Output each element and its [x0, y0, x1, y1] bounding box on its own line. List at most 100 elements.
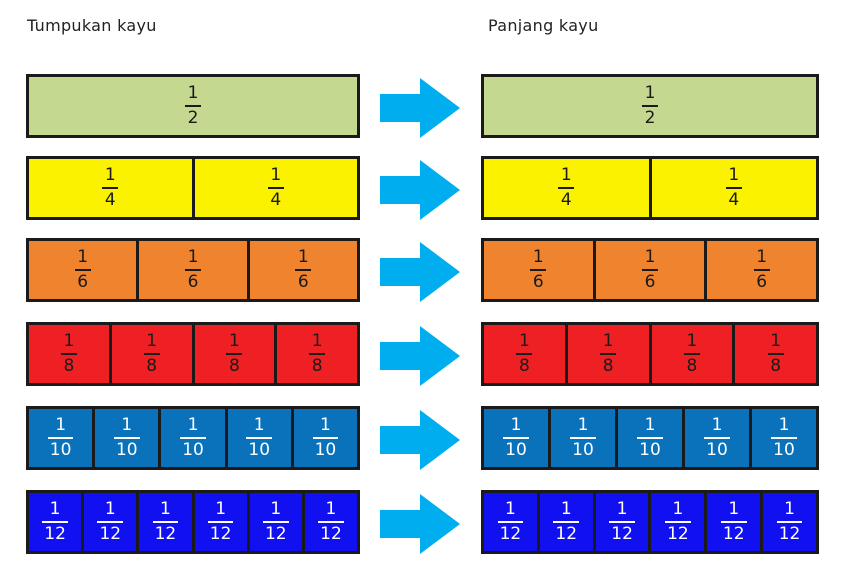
fraction-denominator: 8: [311, 356, 323, 376]
fraction-denominator: 12: [611, 524, 633, 544]
fraction-numerator: 1: [510, 415, 522, 435]
fraction-bar-line: [642, 105, 658, 107]
fraction-denominator: 12: [99, 524, 122, 544]
fraction-bar-line: [152, 521, 179, 523]
fraction-numerator: 1: [253, 415, 265, 435]
fraction-numerator: 1: [728, 499, 740, 519]
fraction-bar-line: [180, 437, 206, 439]
fraction-bar-line: [683, 353, 700, 355]
fraction-bar-line: [642, 269, 658, 271]
fraction-denominator: 12: [264, 524, 287, 544]
fraction-denominator: 10: [572, 440, 594, 460]
fraction-bar-line: [637, 437, 663, 439]
fraction-denominator: 8: [146, 356, 158, 376]
fraction-denominator: 12: [209, 524, 232, 544]
fraction-denominator: 12: [722, 524, 745, 544]
fraction-numerator: 1: [104, 499, 116, 519]
fraction-bar-line: [558, 187, 575, 189]
fraction-bar-line: [246, 437, 273, 439]
fraction-bar-line: [771, 437, 797, 439]
fraction-denominator: 12: [320, 524, 342, 544]
fraction-numerator: 1: [686, 331, 698, 351]
fraction-denominator: 8: [228, 356, 240, 376]
fraction-bar-line: [226, 353, 243, 355]
fraction-denominator: 6: [77, 272, 89, 292]
fraction-numerator: 1: [49, 499, 61, 519]
fraction-bar-line: [185, 105, 201, 107]
fraction-bar-line: [60, 353, 77, 355]
fraction-numerator: 1: [532, 247, 544, 267]
fraction-bar-line: [720, 521, 747, 523]
fraction-numerator: 1: [602, 331, 614, 351]
fraction-denominator: 6: [644, 272, 656, 292]
fraction-bar-line: [184, 269, 201, 271]
fraction-bar-line: [503, 437, 529, 439]
fraction-denominator: 10: [182, 440, 204, 460]
fraction-bar-line: [570, 437, 596, 439]
fraction-numerator: 1: [320, 415, 331, 435]
fraction-denominator: 4: [104, 190, 116, 210]
fraction-denominator: 6: [532, 272, 544, 292]
fraction-denominator: 12: [499, 524, 522, 544]
fraction-denominator: 6: [297, 272, 309, 292]
fraction-denominator: 8: [602, 356, 614, 376]
fraction-numerator: 1: [560, 165, 572, 185]
fraction-bar-line: [516, 353, 533, 355]
fraction-bar-line: [143, 353, 160, 355]
fraction-numerator: 1: [187, 83, 199, 103]
arrow-right-icon: [380, 494, 460, 554]
fraction-numerator: 1: [756, 247, 768, 267]
fraction-bar-line: [295, 269, 312, 271]
heading-panjang-kayu: Panjang kayu: [488, 16, 599, 35]
